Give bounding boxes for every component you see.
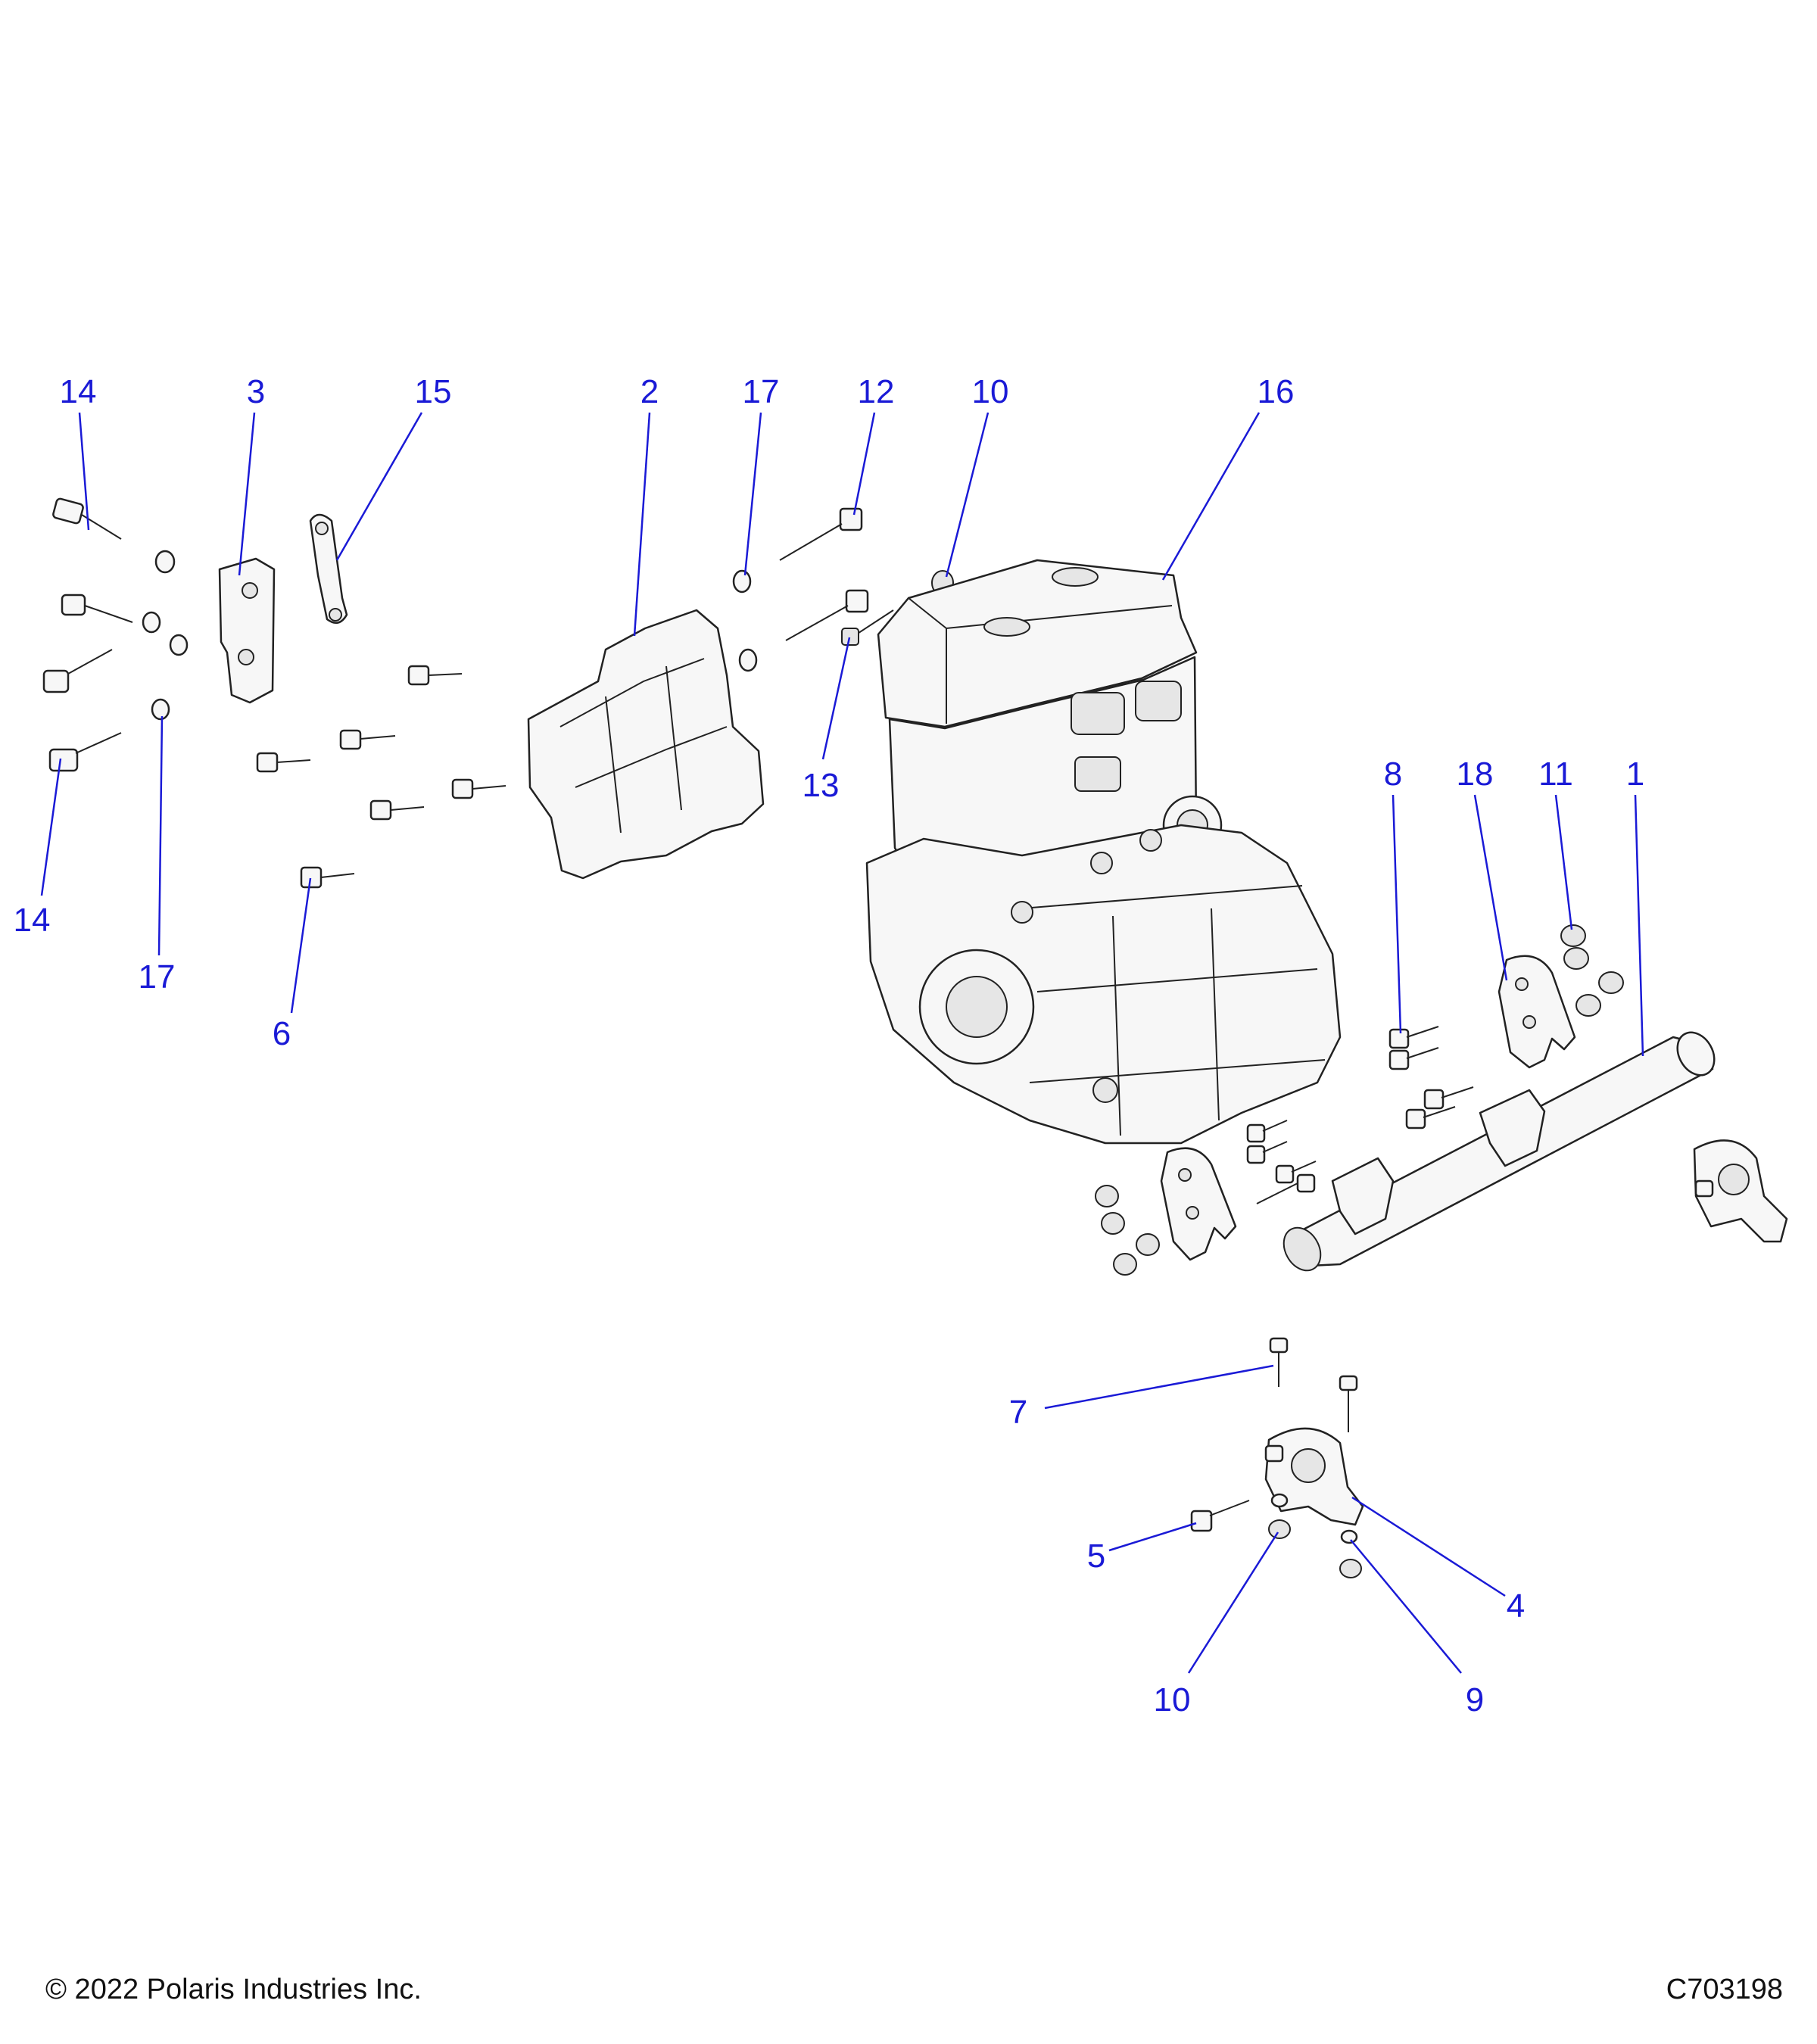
callout-5: 5 [1087, 1538, 1105, 1575]
callout-9: 9 [1466, 1681, 1484, 1718]
callout-labels: 14 3 15 2 17 12 10 16 13 14 17 6 8 18 11… [14, 373, 1645, 1718]
nut-group-11 [1560, 924, 1624, 1017]
bolt-5 [1190, 1500, 1250, 1532]
mount-bracket-18-upper [1498, 955, 1576, 1069]
nut-group-lower-left [1095, 1185, 1160, 1276]
callout-14-upper: 14 [60, 373, 97, 410]
copyright-notice: © 2022 Polaris Industries Inc. [45, 1974, 422, 2005]
callout-10-upper: 10 [972, 373, 1009, 410]
bolt-7-second [1339, 1375, 1358, 1432]
callout-16: 16 [1258, 373, 1295, 410]
engine-mount-4 [1264, 1427, 1364, 1526]
bolt-group-lower-center [1246, 1120, 1317, 1204]
engine-assembly-16 [865, 559, 1342, 1145]
callout-8: 8 [1384, 756, 1402, 793]
link-plate-15 [309, 513, 348, 625]
engine-mount-plate-2 [527, 609, 765, 880]
bolt-7 [1269, 1337, 1289, 1387]
callout-15: 15 [415, 373, 452, 410]
bolt-12-lower [785, 589, 869, 641]
mount-bracket-18-lower [1160, 1147, 1237, 1261]
callout-10-lower: 10 [1154, 1681, 1191, 1718]
engine-mount-right [1693, 1139, 1788, 1243]
bolt-left-mid-b [42, 649, 113, 693]
figure-code: C703198 [1666, 1974, 1783, 2005]
stud-13 [841, 609, 894, 646]
callout-17-lower: 17 [139, 958, 176, 996]
mount-bracket-3 [218, 557, 276, 704]
washer-right-lower [738, 648, 758, 672]
callout-18: 18 [1457, 756, 1494, 793]
callout-17-upper: 17 [743, 373, 780, 410]
bolt-group-center-left [256, 665, 506, 889]
bolt-left-mid-a [61, 594, 133, 623]
mount-tube-1 [1282, 1031, 1716, 1272]
leader-lines [40, 412, 1644, 1674]
nut-9 [1339, 1559, 1362, 1578]
callout-1: 1 [1626, 756, 1644, 793]
callout-13: 13 [803, 767, 840, 804]
callout-2: 2 [640, 373, 659, 410]
bolt-12-upper [779, 507, 863, 561]
washer-10-lower [1270, 1493, 1289, 1508]
callout-4: 4 [1507, 1588, 1525, 1625]
washer-17-right [732, 569, 752, 594]
callout-6: 6 [273, 1015, 291, 1052]
washer-group-left [142, 550, 189, 721]
washer-9 [1340, 1529, 1358, 1544]
callout-14-lower: 14 [14, 902, 51, 939]
bolt-group-8 [1388, 1026, 1474, 1129]
nut-10-lower [1268, 1519, 1291, 1539]
callout-11: 11 [1538, 756, 1573, 793]
bolt-14-lower [48, 732, 122, 772]
callout-7: 7 [1009, 1394, 1027, 1431]
callout-12: 12 [858, 373, 895, 410]
callout-3: 3 [247, 373, 265, 410]
